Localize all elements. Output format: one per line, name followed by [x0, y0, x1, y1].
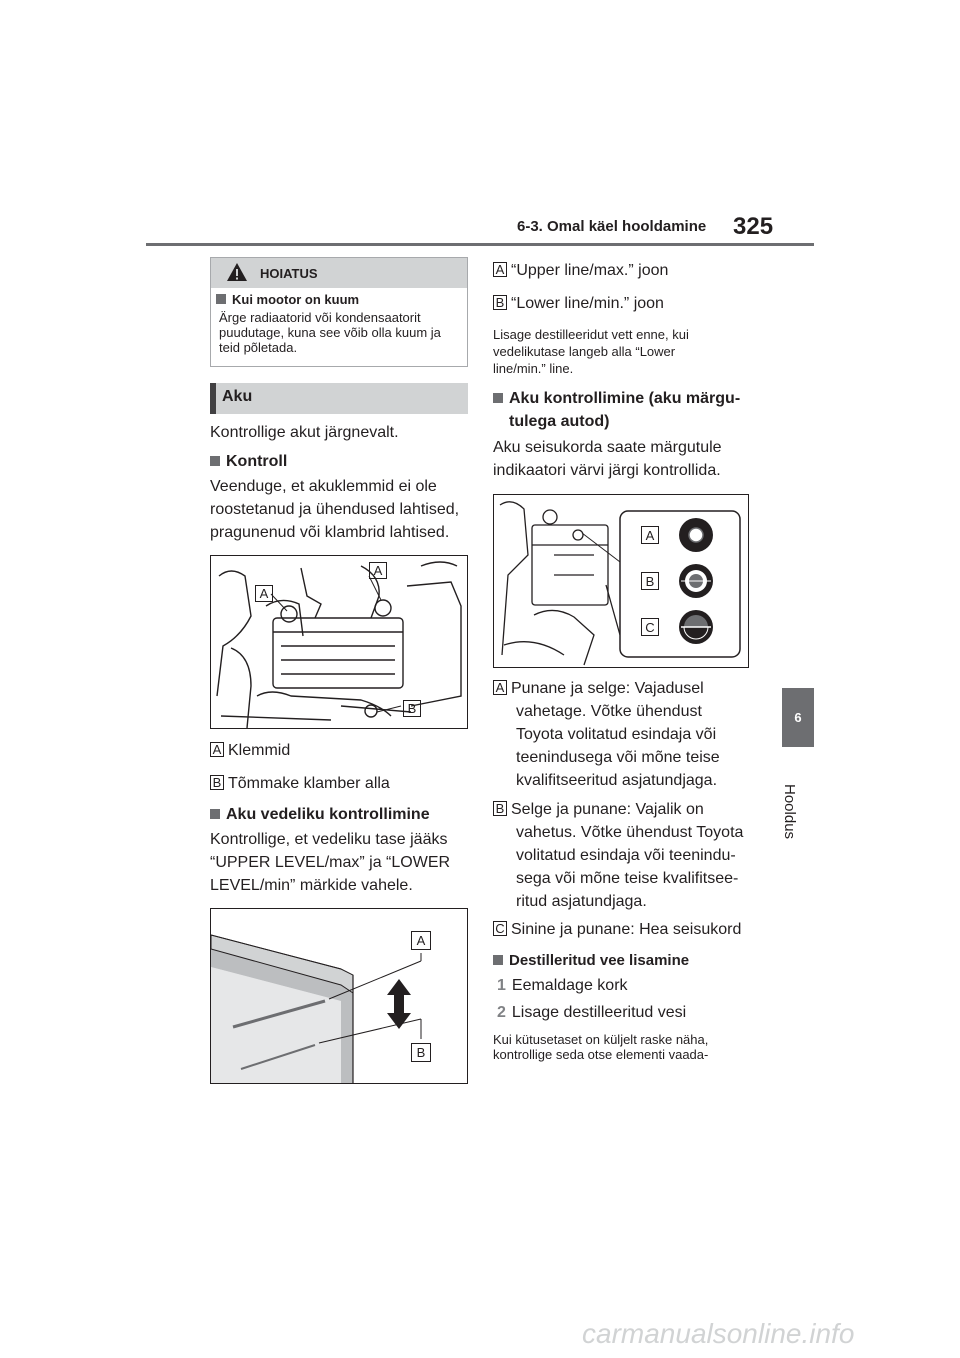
warning-title: HOIATUS — [260, 266, 318, 281]
legend-lower-line: B“Lower line/min.” joon — [493, 292, 664, 315]
warning-header: HOIATUS — [211, 258, 467, 288]
page-number: 325 — [733, 213, 774, 240]
chapter-tab[interactable]: 6 — [782, 688, 814, 747]
indicator-a-icon — [679, 518, 713, 552]
bullet-square-icon — [216, 294, 226, 304]
watermark: carmanualsonline.info — [582, 1318, 855, 1349]
indicator-c-icon — [679, 610, 713, 644]
section-heading-text: Aku — [222, 388, 253, 405]
legend-upper-line: A“Upper line/max.” joon — [493, 259, 668, 282]
label-a-box: A — [210, 742, 224, 757]
water-heading: Destilleritud vee lisamine — [493, 949, 689, 972]
figure-label-c: C — [641, 618, 659, 636]
figure-label-a: A — [411, 931, 431, 950]
figure-label-b: B — [641, 572, 659, 590]
figure-label-a: A — [369, 562, 387, 579]
warning-triangle-icon — [227, 263, 247, 281]
fluid-heading: Aku vedeliku kontrollimine — [210, 803, 430, 826]
bullet-square-icon — [210, 456, 220, 466]
bullet-square-icon — [493, 955, 503, 965]
warning-box: HOIATUS Kui mootor on kuum Ärge radiaato… — [210, 257, 468, 367]
kontroll-text: Veenduge, et akuklemmid ei ole roostetan… — [210, 478, 460, 541]
figure-label-a: A — [255, 585, 273, 602]
label-a-box: A — [493, 262, 507, 277]
indicator-b-icon — [679, 564, 713, 598]
bullet-square-icon — [210, 809, 220, 819]
section-heading: Aku — [210, 383, 468, 414]
fluid-text: Kontrollige, et vedeliku tase jääks “UPP… — [210, 831, 451, 894]
label-c-box: C — [493, 921, 507, 936]
fluid-level-illustration — [211, 934, 422, 1083]
label-b-box: B — [493, 295, 507, 310]
warning-body: Ärge radiaatorid või kondensaatorit puud… — [219, 310, 441, 355]
label-a-box: A — [493, 680, 507, 695]
kontroll-heading: Kontroll — [210, 450, 287, 473]
intro-text: Kontrollige akut järgnevalt. — [210, 424, 399, 441]
label-b-box: B — [210, 775, 224, 790]
indicator-heading: Aku kontrollimine (aku märgu- tulega aut… — [493, 387, 740, 433]
indicator-illustration — [499, 501, 741, 666]
battery-illustration — [216, 561, 462, 728]
chapter-name: Hooldus — [781, 784, 798, 840]
indicator-figure: A B C — [493, 494, 749, 668]
figure-label-b: B — [403, 700, 421, 717]
indicator-text: Aku seisukorda saate märgutule indikaato… — [493, 439, 722, 479]
header-rule — [146, 243, 814, 246]
label-b-box: B — [493, 801, 507, 816]
section-title: 6-3. Omal käel hooldamine — [517, 218, 707, 235]
warning-subtitle: Kui mootor on kuum — [216, 292, 359, 307]
double-arrow-icon — [387, 979, 411, 1029]
figure-label-a: A — [641, 526, 659, 544]
fluid-level-figure: A B — [210, 908, 468, 1084]
figure-label-b: B — [411, 1043, 431, 1062]
water-note: Lisage destilleeridut vett enne, kui ved… — [493, 327, 689, 376]
callout-lines — [270, 575, 402, 713]
chapter-number: 6 — [794, 710, 802, 725]
bullet-square-icon — [493, 393, 503, 403]
heading-bar — [210, 383, 216, 414]
bottom-note: Kui kütusetaset on küljelt raske näha, k… — [493, 1032, 709, 1062]
battery-figure: A A B — [210, 555, 468, 729]
